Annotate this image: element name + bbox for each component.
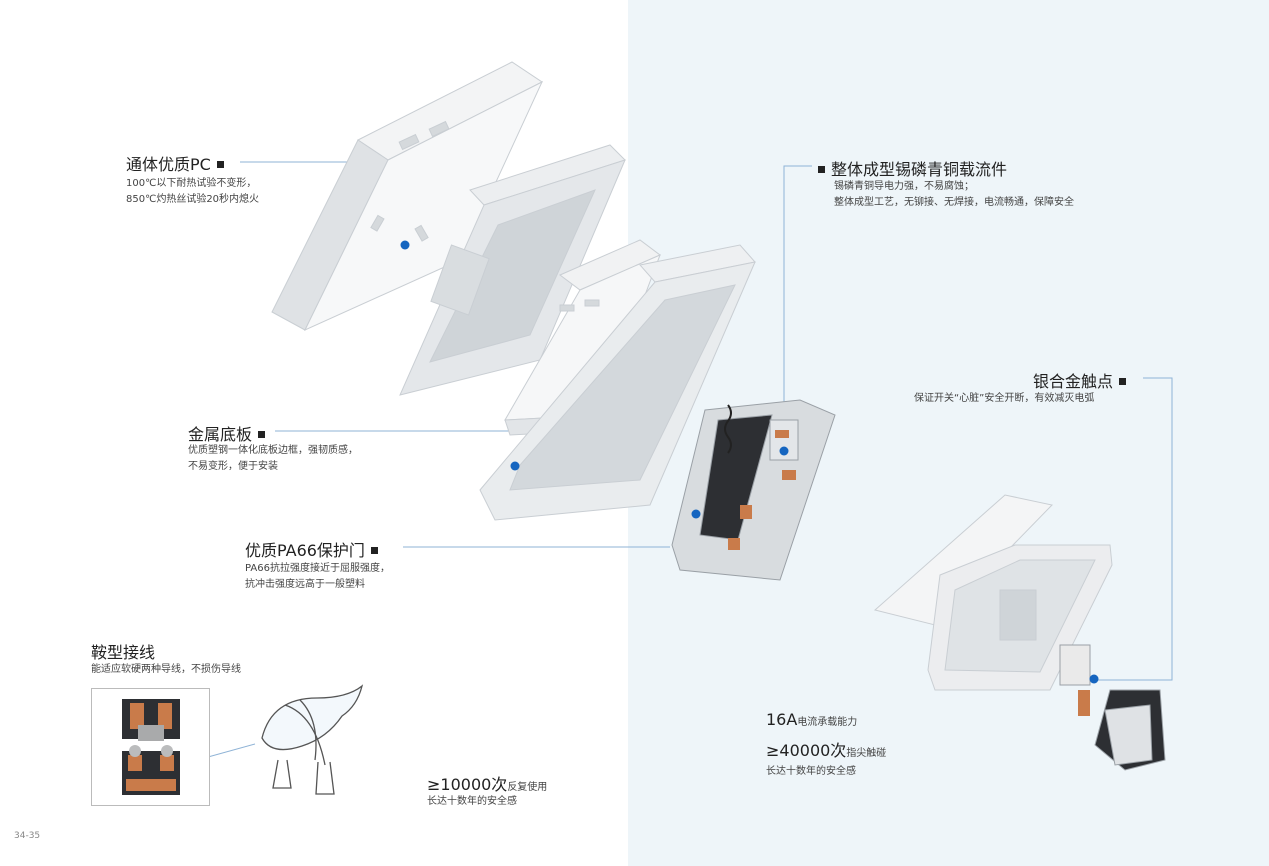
metal-base-frame bbox=[479, 244, 756, 521]
stat-usage-cycles-sub: 长达十数年的安全感 bbox=[427, 796, 517, 807]
switch-contact-assembly bbox=[1059, 644, 1166, 771]
page-number: 34-35 bbox=[14, 831, 41, 841]
annotation-base-desc: 优质塑钢一体化底板边框，强韧质感， 不易变形，便于安装 bbox=[188, 445, 358, 472]
square-bullet-icon bbox=[370, 547, 378, 554]
annotation-base-title: 金属底板 bbox=[188, 421, 271, 445]
square-bullet-icon bbox=[216, 161, 224, 168]
square-bullet-icon bbox=[258, 431, 266, 438]
square-bullet-icon bbox=[818, 166, 825, 173]
accent-dots bbox=[400, 240, 1099, 684]
square-bullet-icon bbox=[1119, 378, 1127, 385]
stat-current-capacity: 16A电流承载能力 bbox=[766, 710, 858, 729]
annotation-silver-desc: 保证开关“心脏”安全开断，有效减灭电弧 bbox=[914, 393, 1095, 404]
annotation-pa66-title: 优质PA66保护门 bbox=[245, 537, 384, 561]
stat-usage-cycles: ≥10000次反复使用 bbox=[427, 775, 548, 794]
annotation-saddle-title: 鞍型接线 bbox=[91, 643, 156, 662]
annotation-silver-title: 银合金触点 bbox=[1033, 368, 1132, 392]
annotation-pc-title: 通体优质PC bbox=[126, 151, 230, 175]
annotation-pa66-desc: PA66抗拉强度接近于屈服强度， 抗冲击强度远高于一般塑料 bbox=[245, 563, 390, 590]
annotation-carrier-title: 整体成型锡磷青铜载流件 bbox=[812, 156, 1007, 180]
switch-rocker-plate bbox=[873, 494, 1053, 626]
socket-mechanism-core bbox=[671, 399, 836, 581]
annotation-pc-desc: 100℃以下耐热试验不变形， 850℃灼热丝试验20秒内熄火 bbox=[126, 178, 260, 205]
annotation-carrier-desc: 锡磷青铜导电力强，不易腐蚀； 整体成型工艺，无铆接、无焊接，电流畅通，保障安全 bbox=[834, 181, 1074, 208]
stat-touch-cycles: ≥40000次指尖触碰 bbox=[766, 741, 887, 760]
terminal-photo-icon bbox=[92, 689, 209, 805]
saddle-terminal-closeup bbox=[91, 688, 210, 806]
socket-faceplate bbox=[271, 61, 544, 332]
annotation-saddle-desc: 能适应软硬两种导线，不损伤导线 bbox=[91, 664, 241, 675]
socket-inner-frame bbox=[399, 144, 626, 396]
saddle-line-art bbox=[261, 684, 364, 795]
stat-touch-cycles-sub: 长达十数年的安全感 bbox=[766, 766, 856, 777]
